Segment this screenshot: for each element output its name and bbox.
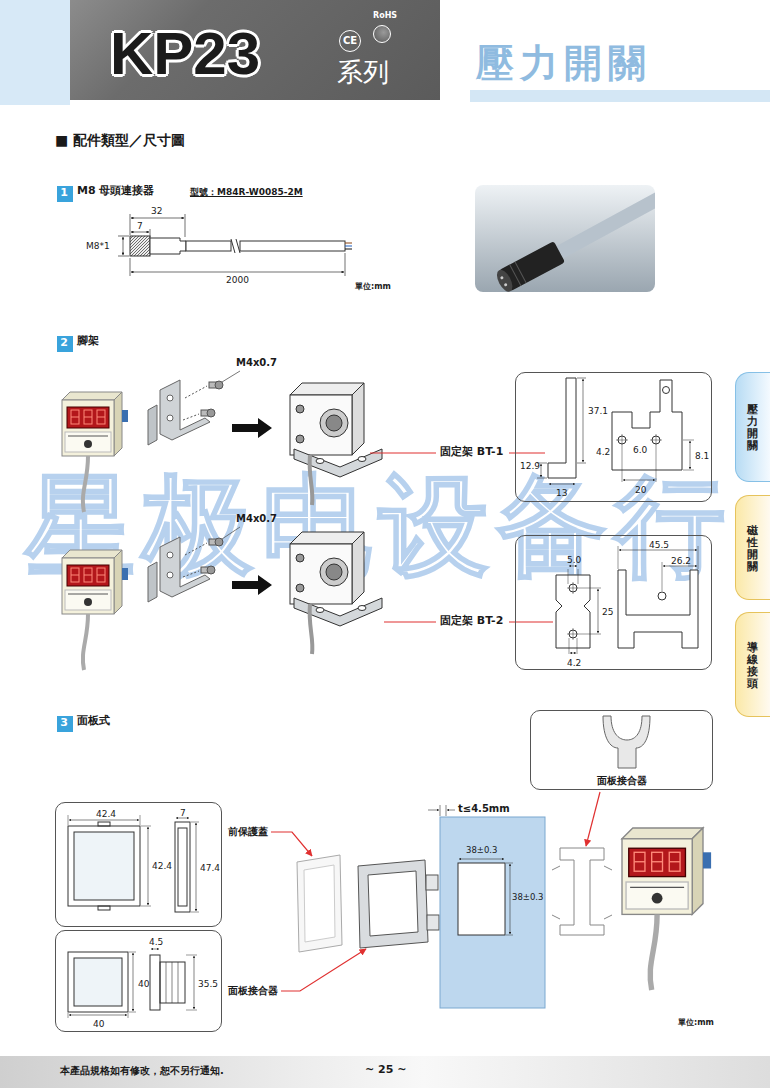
side-tab: 壓力開關 [735,372,770,482]
model-number: 型號：M84R-W0085-2M [190,187,303,197]
header-band: KP23 RoHS CE 系列 [70,0,440,100]
dimension: 20 [635,485,646,495]
dimension-panel: 5.0 45.526.2 25 4.2 [515,535,712,670]
watermark: 星极电设备行 [25,466,733,587]
tab-text: 壓力開關 [747,404,758,452]
dimension: t≤4.5mm [458,803,510,815]
header-text: KP23 [110,24,260,84]
title-band: 壓力開關 [470,40,770,102]
dimension: 4.5 [149,937,163,947]
footer-text: ~ 25 ~ [365,1064,406,1077]
dimension: 47.4 [200,863,220,873]
section-heading: 3 [57,716,71,730]
section-badge: 1M8 母頭連接器 [57,186,73,202]
side-tab: 導線接頭 [735,612,770,717]
dimension: 26.2 [671,556,691,566]
unit-note: 單位:mm [678,1018,714,1027]
section-badge: 3面板式 [57,716,73,732]
section-heading: 面板式 [77,715,110,728]
screw-spec: M4x0.7 [236,513,277,525]
dimension: 25 [602,607,613,617]
dimension: 7 [180,808,186,818]
section-title: ■ 配件類型／尺寸圖 [55,132,185,148]
dimension: 5.0 [567,555,581,565]
section-heading: 1 [57,186,71,200]
dimension: 7 [137,221,143,231]
dimension: 42.4 [152,861,172,871]
dimension: 40 [138,979,149,989]
part-name: 面板接合器 [228,985,278,997]
dimension: M8*1 [86,241,110,251]
section-heading: 2 [57,336,71,350]
section-heading: M8 母頭連接器 [77,185,154,198]
dimension-panel: 42.4 7 42.4 47.4 [55,802,222,927]
dimension: 32 [151,206,162,216]
page-title: 壓力開關 [476,42,652,86]
footer-text: 本產品規格如有修改，恕不另行通知. [60,1065,224,1077]
part-name: 固定架 BT-1 [440,446,503,459]
dimension: 38±0.3 [512,893,543,903]
part-name: 固定架 BT-2 [440,615,503,628]
dimension: 2000 [226,275,249,285]
side-tab: 磁性開關 [735,495,770,600]
section-heading: 腳架 [77,335,99,348]
unit-note: 單位:mm [355,282,391,291]
dimension: 38±0.3 [466,846,497,856]
tab-text: 磁性開關 [747,525,758,573]
header-text: RoHS [373,11,397,20]
leaf-icon [373,25,391,43]
part-name: 面板接合器 [597,775,647,787]
inset-panel: 面板接合器 [530,710,713,790]
dimension: 35.5 [198,979,218,989]
tab-text: 導線接頭 [747,642,758,690]
header-text: CE [339,30,361,52]
dimension: 45.5 [649,540,669,550]
header-text: 系列 [337,58,389,88]
section-badge: 2腳架 [57,336,73,352]
dimension: 6.0 [633,445,647,455]
dimension: 37.1 [588,406,608,416]
dimension-panel: 4.5 40 35.5 40 [55,930,222,1032]
dimension: 4.2 [596,447,610,457]
dimension: 8.1 [695,451,709,461]
dimension-panel: 37.1 12.9 13 4.2 6.0 20 8.1 [515,372,712,502]
dimension: 13 [556,488,567,498]
dimension: 4.2 [567,658,581,668]
dimension: 42.4 [96,809,116,819]
dimension: 40 [93,1019,104,1029]
footer-band: 本產品規格如有修改，恕不另行通知. ~ 25 ~ [0,1056,770,1088]
dimension: 12.9 [520,461,540,471]
part-name: 前保護蓋 [228,826,268,838]
screw-spec: M4x0.7 [236,357,277,369]
